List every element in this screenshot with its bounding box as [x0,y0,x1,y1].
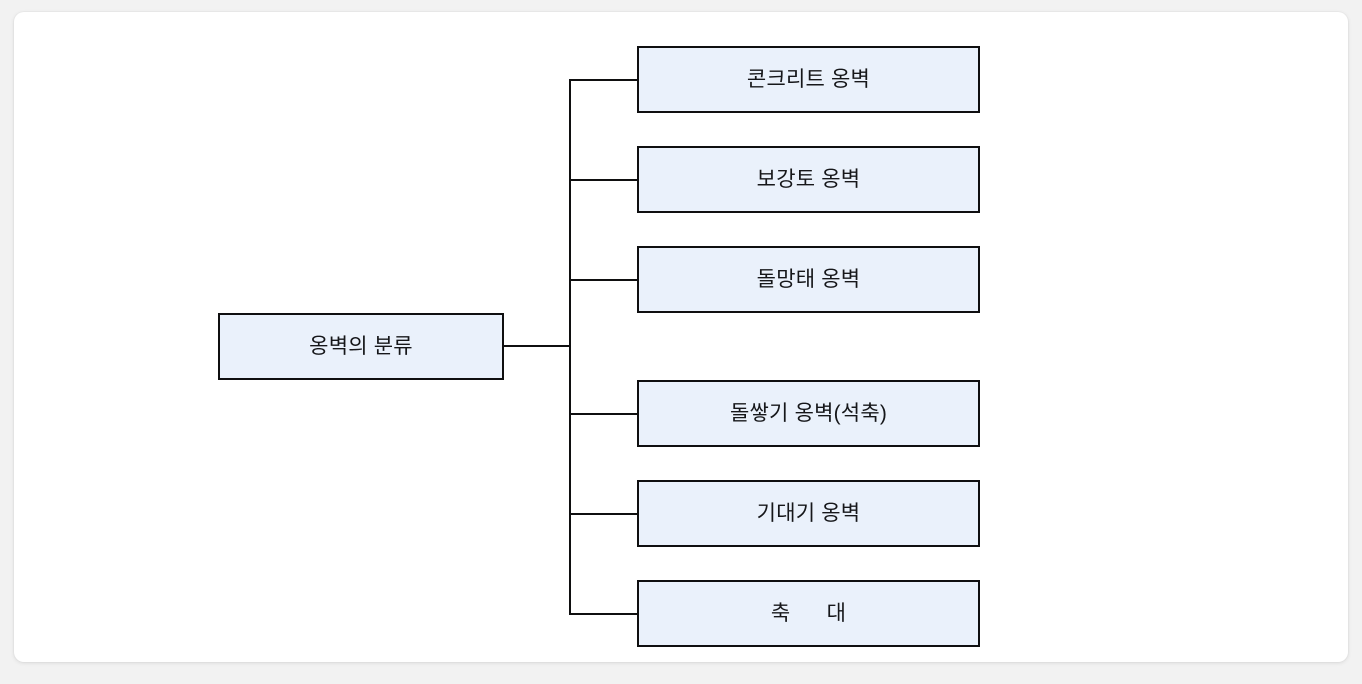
branch-connector-1 [569,79,639,81]
root-stem-connector [503,345,571,347]
branch-connector-4 [569,413,639,415]
node-leaning-retaining-wall[interactable]: 기대기 옹벽 [637,480,980,547]
node-concrete-retaining-wall[interactable]: 콘크리트 옹벽 [637,46,980,113]
node-stone-masonry-retaining-wall[interactable]: 돌쌓기 옹벽(석축) [637,380,980,447]
branch-connector-5 [569,513,639,515]
node-reinforced-earth-retaining-wall[interactable]: 보강토 옹벽 [637,146,980,213]
branch-connector-2 [569,179,639,181]
branch-connector-6 [569,613,639,615]
node-gabion-retaining-wall[interactable]: 돌망태 옹벽 [637,246,980,313]
trunk-connector [569,79,571,615]
node-embankment-wall[interactable]: 축 대 [637,580,980,647]
node-root[interactable]: 옹벽의 분류 [218,313,504,380]
branch-connector-3 [569,279,639,281]
